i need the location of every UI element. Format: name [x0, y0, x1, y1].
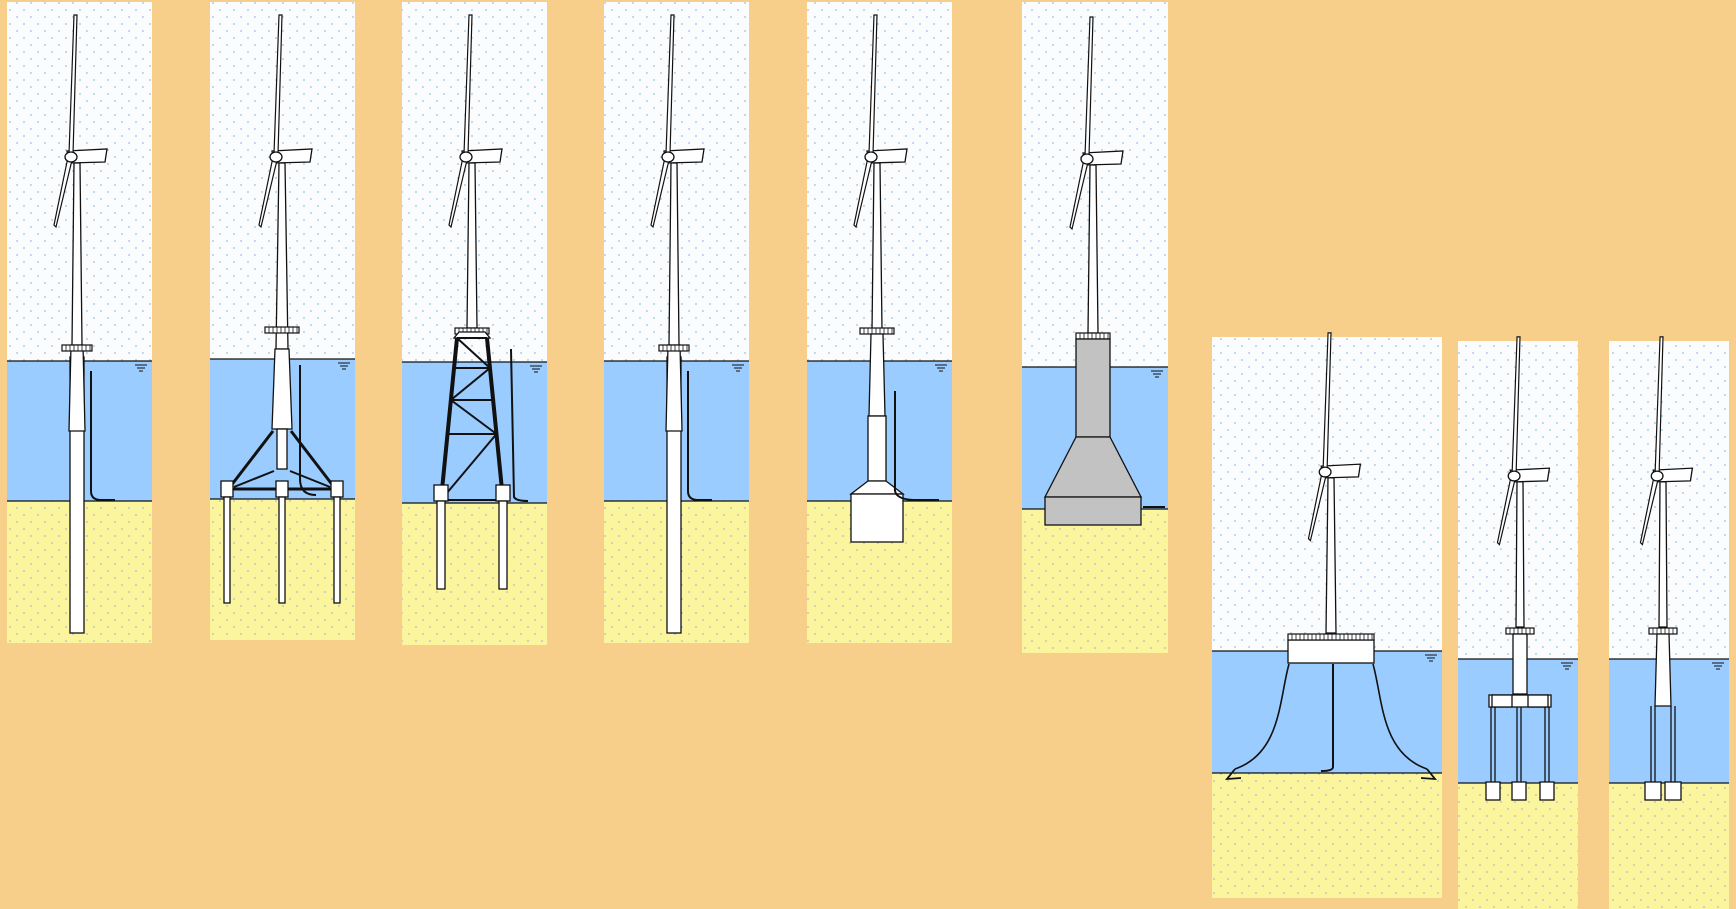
rotor-hub [1651, 471, 1663, 481]
transition-piece-sleeve [666, 345, 682, 431]
pile [499, 501, 507, 589]
pile [279, 497, 285, 603]
pile-sleeve [434, 485, 448, 501]
panel-tension-leg-two [1609, 337, 1729, 909]
tlp-column [1513, 634, 1527, 694]
tripod-center-leg [277, 429, 287, 469]
panel-jacket [402, 2, 547, 645]
seabed [402, 503, 547, 645]
suction-bucket [851, 494, 903, 542]
tower [1088, 165, 1098, 333]
tower-column [869, 334, 885, 416]
pile-sleeve [276, 481, 288, 497]
pile [224, 497, 230, 603]
transition-piece [659, 345, 689, 351]
panel-tension-leg-three [1458, 337, 1578, 909]
rotor-hub [1508, 471, 1520, 481]
panel-suction-bucket [807, 2, 952, 643]
tripod-column [272, 349, 292, 429]
transition-piece [62, 345, 92, 351]
panel-gravity-base [1022, 2, 1168, 653]
seabed [1609, 783, 1729, 909]
tower [1326, 478, 1336, 633]
seabed [1022, 509, 1168, 653]
rotor-hub [270, 152, 282, 162]
transition-piece-sleeve [69, 345, 85, 431]
tendon-anchor [1645, 782, 1661, 800]
tlp-pontoon [1492, 695, 1512, 707]
seabed [1212, 773, 1442, 898]
tower [1659, 482, 1667, 627]
air-background [1609, 341, 1729, 659]
tower [467, 163, 477, 328]
panel-tripod [210, 2, 355, 640]
panel-semi-submersible-floating [1212, 333, 1442, 898]
tlp-pontoon [1528, 695, 1548, 707]
transition-piece [265, 327, 299, 333]
tower [872, 163, 882, 331]
tendon-anchor [1665, 782, 1681, 800]
panel-monopile-slender [604, 2, 749, 643]
pile [437, 501, 445, 589]
pile-sleeve [331, 481, 343, 497]
rotor-hub [65, 152, 77, 162]
pile-sleeve [221, 481, 233, 497]
water-body [402, 362, 547, 503]
transition-piece [1288, 634, 1374, 640]
tendon-anchor [1540, 782, 1554, 800]
seabed [1458, 783, 1578, 909]
gravity-shaft [1076, 339, 1110, 437]
transition-piece [860, 328, 894, 334]
rotor-hub [662, 152, 674, 162]
tendon-anchor [1486, 782, 1500, 800]
tower [72, 163, 82, 345]
pile [334, 497, 340, 603]
bucket-shaft [868, 416, 886, 481]
tower [1516, 482, 1524, 627]
tendon-anchor [1512, 782, 1526, 800]
tlp-column [1655, 634, 1671, 706]
rotor-hub [1081, 154, 1093, 164]
transition-piece [1076, 333, 1110, 339]
tower [669, 163, 679, 345]
floating-platform [1288, 640, 1374, 663]
rotor-hub [1319, 467, 1331, 477]
water-body [1212, 651, 1442, 773]
pile-sleeve [496, 485, 510, 501]
rotor-hub [865, 152, 877, 162]
rotor-hub [460, 152, 472, 162]
panel-monopile [7, 2, 152, 643]
gravity-base-slab [1045, 497, 1141, 525]
